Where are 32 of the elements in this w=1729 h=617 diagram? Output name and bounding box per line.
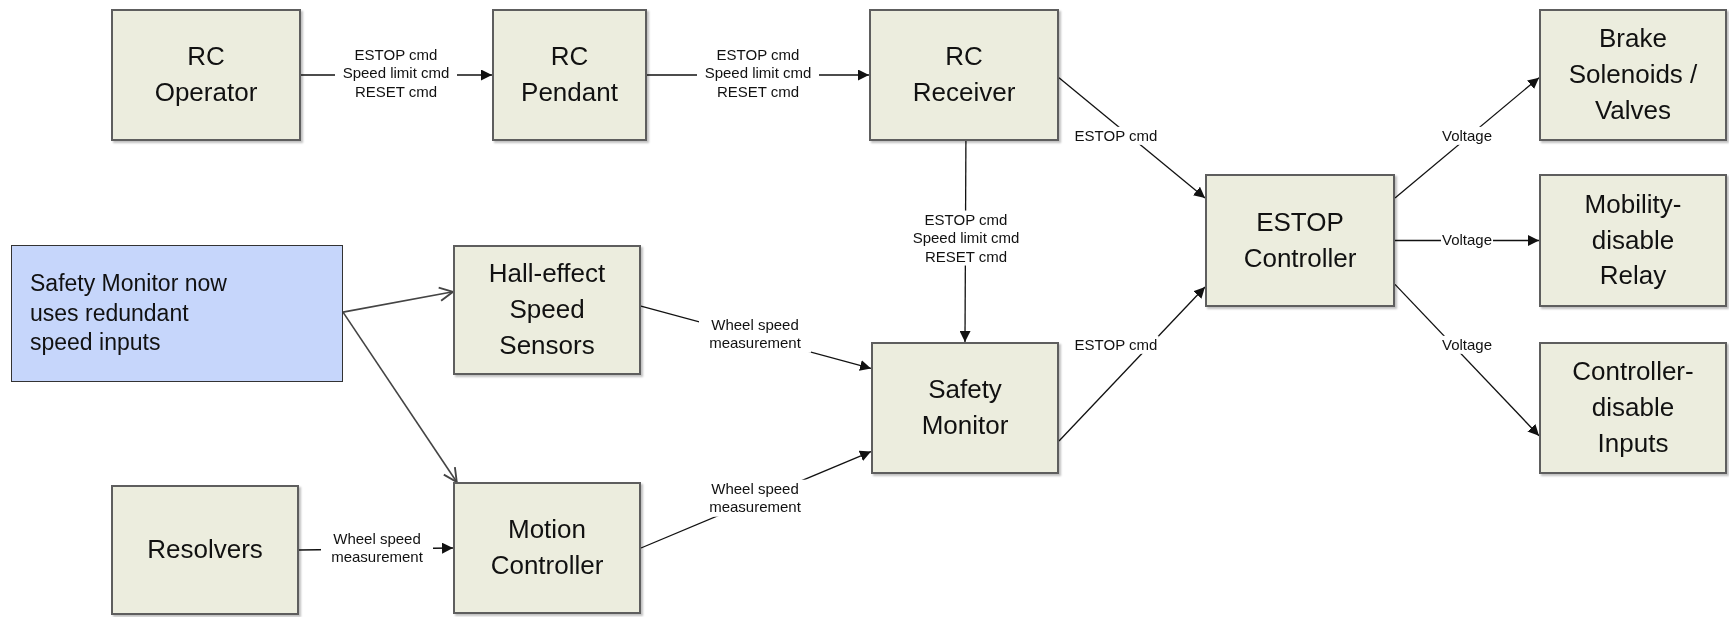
edge-label: ESTOP cmd <box>1073 335 1159 355</box>
edge-label: Voltage <box>1441 335 1493 355</box>
arrow <box>342 286 454 313</box>
node-label: Resolvers <box>147 533 263 567</box>
process-box <box>871 342 1059 474</box>
node-label: Brake Solenoids / Valves <box>1567 22 1699 127</box>
edge-label: ESTOP cmd <box>1073 126 1159 146</box>
process-box <box>453 245 641 375</box>
edge-label: Voltage <box>1441 126 1493 146</box>
node-label: Mobility-disable Relay <box>1583 187 1683 293</box>
process-box <box>1539 9 1727 141</box>
note-text: Safety Monitor now uses redundant speed inputs <box>30 268 228 358</box>
process-box <box>1539 342 1727 474</box>
process-box <box>111 485 299 615</box>
process-box <box>492 9 647 141</box>
process-box <box>1539 174 1727 307</box>
arrow <box>342 311 458 483</box>
node-label: RC Receiver <box>911 40 1017 109</box>
node-label: RC Operator <box>153 40 259 109</box>
arrow <box>1058 286 1206 442</box>
process-box <box>111 9 301 141</box>
node-label: ESTOP Controller <box>1242 205 1358 275</box>
node-label: Hall-effect Speed Sensors <box>487 257 607 362</box>
process-box <box>869 9 1059 141</box>
note-box <box>11 245 343 382</box>
node-label: Motion Controller <box>489 513 605 582</box>
node-label: Controller-disable Inputs <box>1571 355 1695 460</box>
node-label: RC Pendant <box>520 40 619 109</box>
process-box <box>1205 174 1395 307</box>
node-label: Safety Monitor <box>920 373 1010 442</box>
arrow <box>1394 283 1540 437</box>
process-box <box>453 482 641 614</box>
